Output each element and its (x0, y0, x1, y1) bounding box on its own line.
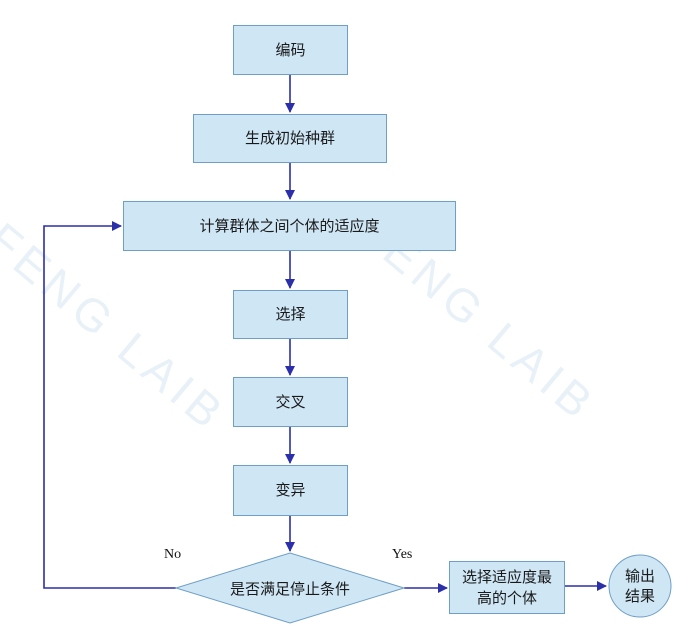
output-circle (608, 554, 672, 618)
init-population-box: 生成初始种群 (193, 114, 387, 163)
edge-no-loop (43, 221, 176, 589)
output-label: 输出结果 (624, 567, 655, 605)
crossover-label: 交叉 (275, 392, 306, 411)
encode-label: 编码 (275, 40, 306, 59)
fitness-box: 计算群体之间个体的适应度 (123, 201, 456, 251)
stop-condition-label: 是否满足停止条件 (229, 580, 350, 598)
init-population-label: 生成初始种群 (244, 129, 335, 148)
crossover-box: 交叉 (233, 377, 348, 427)
selection-box: 选择 (233, 290, 348, 339)
selection-label: 选择 (275, 305, 306, 324)
mutation-label: 变异 (275, 481, 306, 500)
select-best-label: 选择适应度最高的个体 (461, 568, 552, 607)
select-best-box: 选择适应度最高的个体 (449, 561, 565, 614)
decision-diamond (174, 552, 406, 624)
yes-label: Yes (392, 547, 413, 562)
mutation-box: 变异 (233, 465, 348, 516)
no-label: No (164, 547, 182, 562)
encode-box: 编码 (233, 25, 348, 75)
fitness-label: 计算群体之间个体的适应度 (199, 216, 380, 235)
